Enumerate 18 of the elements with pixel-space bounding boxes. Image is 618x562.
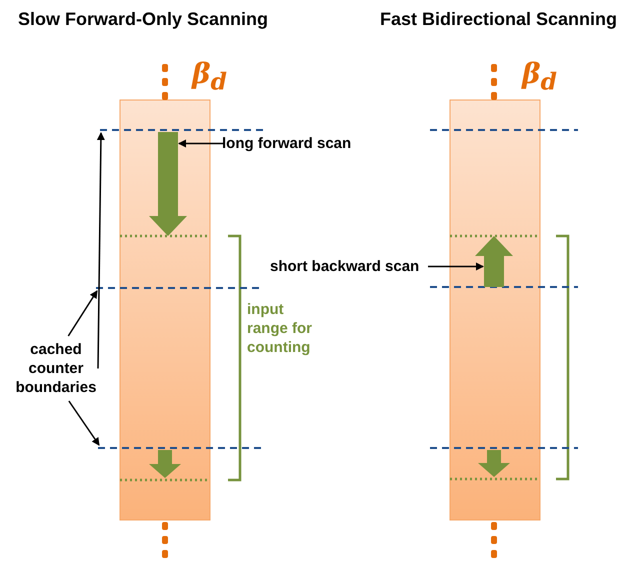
annotation-text: long forward scan [222,134,372,153]
annotation-text: short backward scan [270,257,430,276]
leader-line [178,140,224,148]
variable-symbol: β$_{d}$ [192,58,227,98]
annotation-text: cached counter boundaries [12,340,100,397]
leader-line [68,400,100,446]
boundary-line [98,447,262,449]
boundary-line [96,287,262,289]
leader-line [96,132,105,368]
scan-arrow [149,132,187,236]
leader-line [68,290,98,336]
boundary-line [100,129,266,131]
variable-symbol: β$_{d}$ [522,58,557,98]
leader-line [428,262,484,270]
scan-arrow [475,236,513,287]
panel-title: Slow Forward-Only Scanning [18,8,268,30]
panel-title: Fast Bidirectional Scanning [380,8,618,30]
range-label: input range for counting [247,300,314,357]
